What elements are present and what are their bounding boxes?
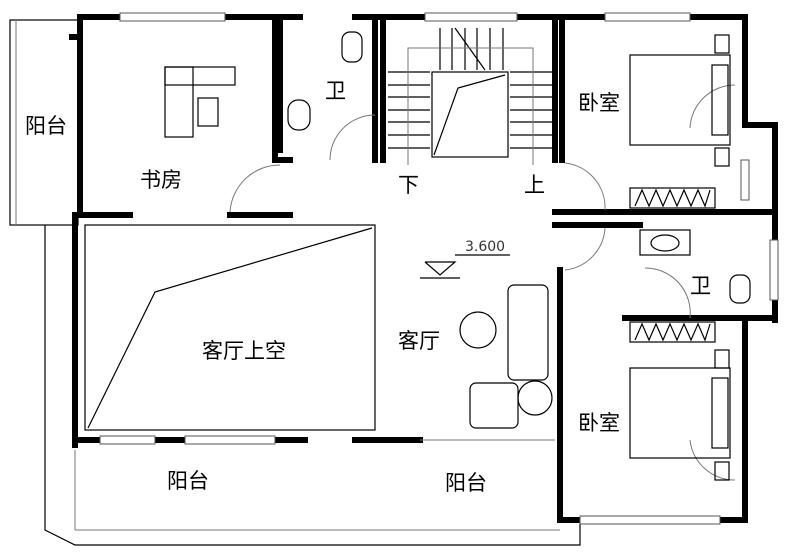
bed-top <box>629 34 731 167</box>
doors <box>229 84 736 481</box>
label-balcony-left: 阳台 <box>25 114 67 138</box>
label-balcony-bottom-left: 阳台 <box>167 469 209 493</box>
label-study: 书房 <box>140 168 182 192</box>
wardrobe-top <box>629 187 716 209</box>
label-stair-up: 上 <box>524 173 545 197</box>
label-bath-right: 卫 <box>690 274 711 298</box>
label-bedroom-bottom: 卧室 <box>578 411 620 435</box>
room-labels: 阳台 书房 卫 卧室 下 上 客厅上空 客厅 卫 卧室 阳台 阳台 <box>25 79 711 495</box>
windows <box>99 12 779 525</box>
void-outline <box>84 224 376 431</box>
staircase[interactable] <box>388 27 552 165</box>
wardrobe-bottom <box>629 321 716 343</box>
toilet-top <box>287 31 363 131</box>
level-marker: 3.600 <box>420 239 510 279</box>
balcony-bottom-outline <box>44 225 581 546</box>
walls <box>69 14 778 523</box>
sofa <box>459 284 553 429</box>
desk <box>164 66 236 138</box>
label-void: 客厅上空 <box>202 339 286 363</box>
label-bedroom-top: 卧室 <box>578 91 620 115</box>
label-bath-top: 卫 <box>325 79 346 103</box>
bed-bottom <box>629 349 731 481</box>
level-label: 3.600 <box>465 239 505 255</box>
bath-right-fixtures <box>639 229 751 304</box>
furniture <box>164 31 751 481</box>
label-balcony-bottom-right: 阳台 <box>445 471 487 495</box>
label-living: 客厅 <box>398 329 440 353</box>
label-stair-down: 下 <box>398 173 419 197</box>
